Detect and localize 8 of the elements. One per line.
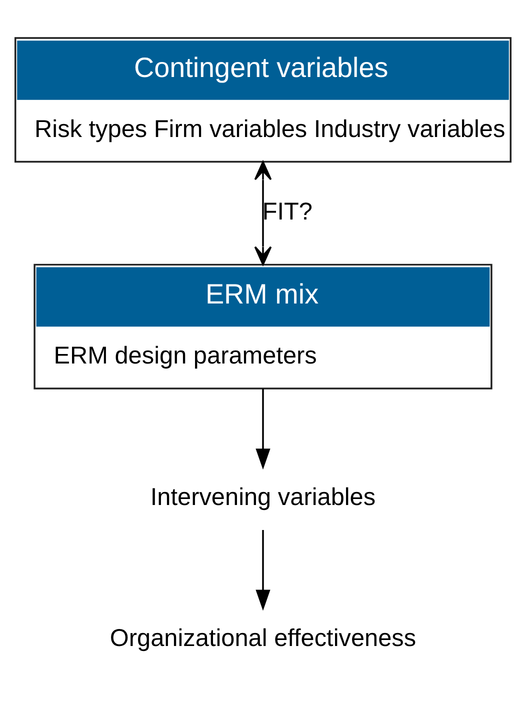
edge-label: FIT?: [262, 198, 312, 226]
arrow: [254, 161, 272, 266]
node-box: ERM mix ERM design parameters: [34, 264, 492, 390]
node-box: Contingent variables Risk types Firm variables Industry variables: [14, 37, 512, 163]
arrow: [256, 388, 270, 470]
node-text: Organizational effectiveness: [110, 625, 416, 652]
node-text: Intervening variables: [150, 484, 376, 511]
arrow: [256, 530, 270, 611]
